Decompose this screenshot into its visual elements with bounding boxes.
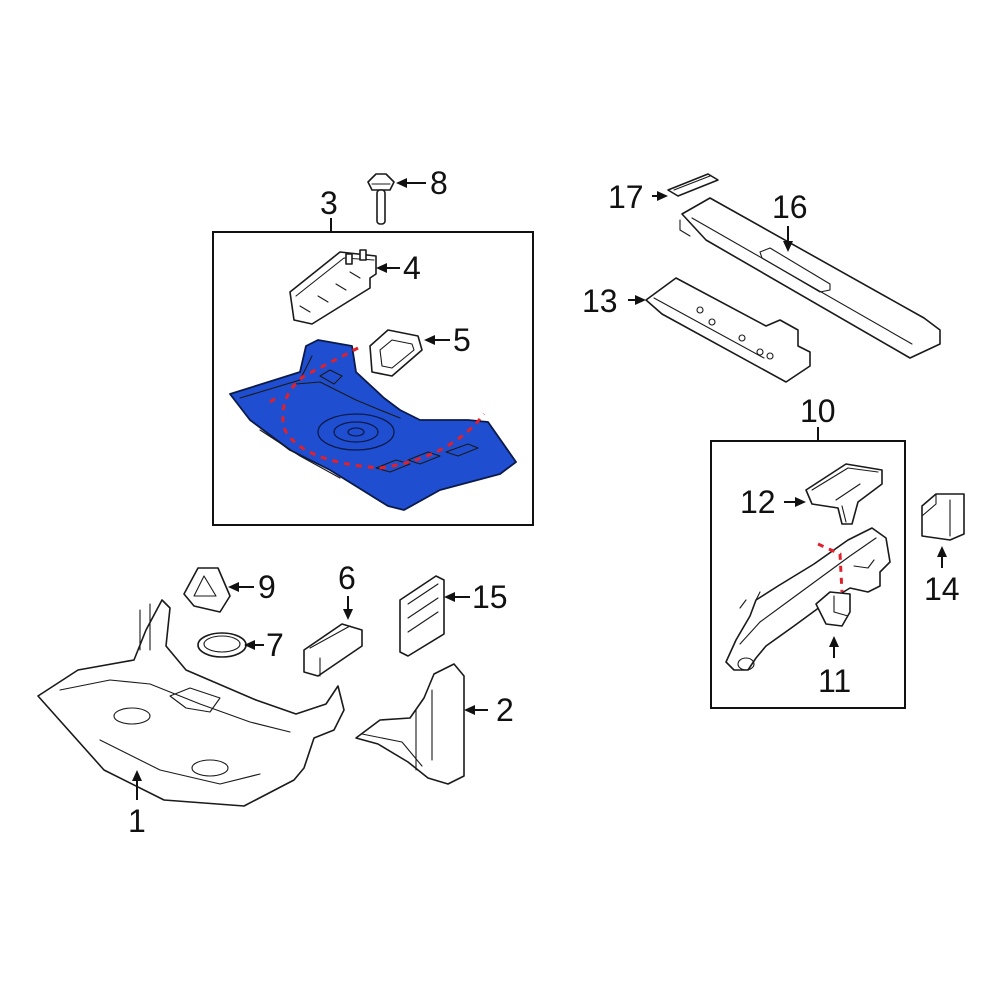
part-14-bracket[interactable] xyxy=(921,493,965,541)
callout-17: 17 xyxy=(608,179,644,215)
part-15-panel[interactable] xyxy=(399,575,445,657)
part-9-block[interactable] xyxy=(183,567,231,613)
callout-14: 14 xyxy=(924,571,960,607)
callout-9: 9 xyxy=(258,569,276,605)
part-12-extension[interactable] xyxy=(805,463,883,525)
cutline-3b xyxy=(269,396,277,404)
part-16-panel[interactable] xyxy=(679,197,941,359)
part-2-wheelhouse[interactable] xyxy=(355,663,465,785)
group-box-3 xyxy=(212,231,534,526)
part-7-plug[interactable] xyxy=(197,632,247,658)
callout-11: 11 xyxy=(818,663,851,699)
callout-6: 6 xyxy=(338,560,356,596)
part-5-bracket[interactable] xyxy=(369,329,423,377)
part-6-bracket[interactable] xyxy=(303,623,363,677)
part-4-bracket[interactable] xyxy=(289,249,377,325)
part-11-bracket[interactable] xyxy=(815,591,851,627)
callout-15: 15 xyxy=(472,579,508,615)
callout-10: 10 xyxy=(800,393,836,429)
callout-16: 16 xyxy=(772,189,808,225)
callout-4: 4 xyxy=(403,250,421,286)
callout-13: 13 xyxy=(582,283,618,319)
part-10-rail[interactable] xyxy=(725,527,891,671)
callout-3: 3 xyxy=(320,185,338,221)
part-8-knob[interactable] xyxy=(367,173,395,225)
group-box-10 xyxy=(710,440,906,709)
part-17-pad[interactable] xyxy=(667,173,719,197)
callout-7: 7 xyxy=(266,627,284,663)
callout-8: 8 xyxy=(430,165,448,201)
callout-12: 12 xyxy=(740,484,776,520)
callout-5: 5 xyxy=(453,322,471,358)
part-1-floor-pan[interactable] xyxy=(37,599,345,807)
callout-2: 2 xyxy=(496,692,514,728)
callout-1: 1 xyxy=(128,803,146,839)
cutline-10 xyxy=(817,542,844,593)
part-13-crossmember[interactable] xyxy=(645,277,811,383)
